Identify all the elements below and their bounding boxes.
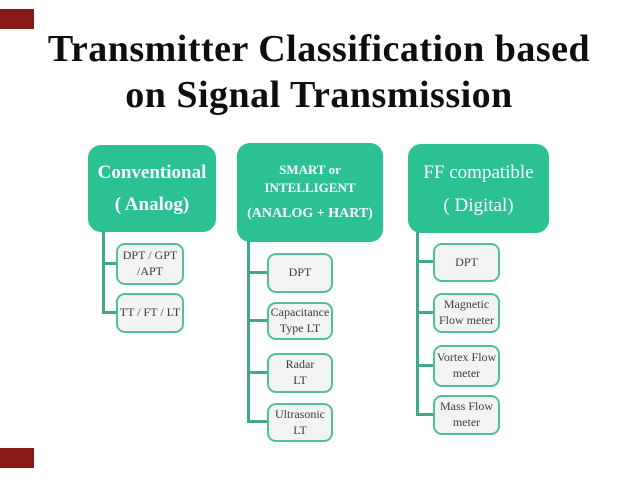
node-smart-intelligent: SMART or INTELLIGENT (ANALOG + HART) bbox=[237, 143, 383, 242]
node-dpt-gpt-apt: DPT / GPT /APT bbox=[116, 243, 184, 285]
node-radar-lt: Radar LT bbox=[267, 353, 333, 393]
node-smart-dpt: DPT bbox=[267, 253, 333, 293]
node-conventional-analog: Conventional ( Analog) bbox=[88, 145, 216, 232]
node-smart-label-line2: INTELLIGENT bbox=[264, 179, 356, 195]
connector-hline-col1-child1 bbox=[102, 262, 118, 265]
connector-hline-col2-child4 bbox=[247, 420, 267, 423]
node-magnetic-flow-meter: Magnetic Flow meter bbox=[433, 293, 500, 333]
node-mass-flow-meter: Mass Flow meter bbox=[433, 395, 500, 435]
node-ff-label-line1: FF compatible bbox=[423, 161, 534, 183]
node-vortex-flow-meter: Vortex Flow meter bbox=[433, 345, 500, 387]
connector-vline-col2 bbox=[247, 241, 250, 423]
node-smart-label-line3: (ANALOG + HART) bbox=[247, 206, 373, 222]
connector-hline-col1-child2 bbox=[102, 311, 118, 314]
connector-hline-col3-child3 bbox=[416, 364, 433, 367]
connector-vline-col3 bbox=[416, 232, 419, 416]
node-ff-label-line2: ( Digital) bbox=[443, 194, 514, 216]
slide-title: Transmitter Classification based on Sign… bbox=[0, 27, 638, 118]
connector-hline-col2-child2 bbox=[247, 319, 267, 322]
connector-hline-col3-child1 bbox=[416, 260, 433, 263]
connector-hline-col3-child2 bbox=[416, 311, 433, 314]
red-accent-bar-top bbox=[0, 9, 34, 29]
connector-hline-col2-child3 bbox=[247, 371, 267, 374]
node-ff-dpt: DPT bbox=[433, 243, 500, 282]
node-smart-label-line1: SMART or bbox=[279, 162, 341, 177]
node-conventional-label-line1: Conventional bbox=[97, 162, 207, 183]
node-ultrasonic-lt: Ultrasonic LT bbox=[267, 403, 333, 442]
connector-hline-col2-child1 bbox=[247, 271, 267, 274]
node-ff-compatible-digital: FF compatible ( Digital) bbox=[408, 144, 549, 233]
slide-title-line2: on Signal Transmission bbox=[125, 73, 513, 116]
red-accent-bar-bottom bbox=[0, 448, 34, 468]
connector-hline-col3-child4 bbox=[416, 413, 433, 416]
connector-vline-col1 bbox=[102, 231, 105, 314]
node-conventional-label-line2: ( Analog) bbox=[114, 194, 190, 215]
node-capacitance-type-lt: Capacitance Type LT bbox=[267, 302, 333, 340]
slide-title-line1: Transmitter Classification based bbox=[47, 28, 591, 70]
node-tt-ft-lt: TT / FT / LT bbox=[116, 293, 184, 333]
